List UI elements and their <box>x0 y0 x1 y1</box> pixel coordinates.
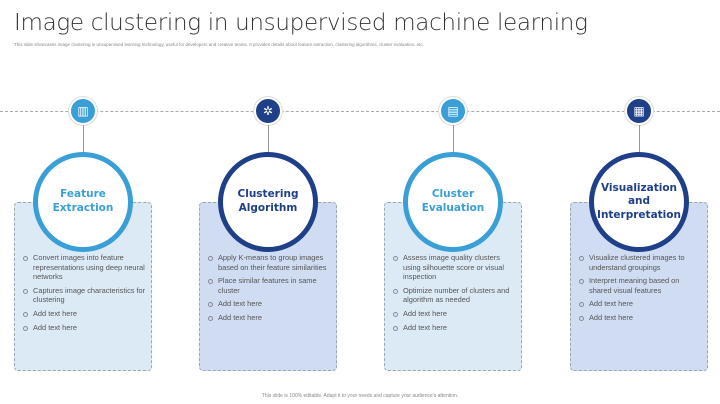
step-title: Cluster Evaluation <box>403 152 503 252</box>
bullet-item: Add text here <box>207 299 331 309</box>
bullet-item: Convert images into feature representati… <box>22 253 146 282</box>
connector <box>639 125 640 153</box>
bullet-item: Apply K-means to group images based on t… <box>207 253 331 272</box>
network-hub-icon: ✲ <box>254 97 282 125</box>
bullet-item: Place similar features in same cluster <box>207 276 331 295</box>
bullet-list: Assess image quality clusters using silh… <box>392 253 516 336</box>
step-feature-extraction: ▥ Feature Extraction Convert images into… <box>14 0 152 404</box>
bullet-item: Add text here <box>392 309 516 319</box>
footer-note: This slide is 100% editable. Adapt it to… <box>261 393 459 399</box>
bullet-list: Apply K-means to group images based on t… <box>207 253 331 327</box>
clipboard-icon: ▤ <box>439 97 467 125</box>
bullet-list: Convert images into feature representati… <box>22 253 146 336</box>
bullet-item: Assess image quality clusters using silh… <box>392 253 516 282</box>
bullet-list: Visualize clustered images to understand… <box>578 253 702 327</box>
step-title: Clustering Algorithm <box>218 152 318 252</box>
step-visualization-interpretation: ▦ Visualization and Interpretation Visua… <box>570 0 708 404</box>
report-search-icon: ▦ <box>625 97 653 125</box>
step-title: Visualization and Interpretation <box>589 152 689 252</box>
step-cluster-evaluation: ▤ Cluster Evaluation Assess image qualit… <box>384 0 522 404</box>
bullet-item: Add text here <box>578 299 702 309</box>
bullet-item: Add text here <box>207 313 331 323</box>
connector <box>83 125 84 153</box>
page-subtitle: This slide showcases image clustering in… <box>14 42 424 47</box>
bullet-item: Add text here <box>22 323 146 333</box>
connector <box>453 125 454 153</box>
connector <box>268 125 269 153</box>
step-clustering-algorithm: ✲ Clustering Algorithm Apply K-means to … <box>199 0 337 404</box>
timeline-divider <box>0 111 720 112</box>
bullet-item: Add text here <box>22 309 146 319</box>
bullet-item: Captures image characteristics for clust… <box>22 286 146 305</box>
bullet-item: Optimize number of clusters and algorith… <box>392 286 516 305</box>
step-title: Feature Extraction <box>33 152 133 252</box>
feature-extraction-icon: ▥ <box>69 97 97 125</box>
bullet-item: Interpret meaning based on shared visual… <box>578 276 702 295</box>
bullet-item: Add text here <box>578 313 702 323</box>
bullet-item: Visualize clustered images to understand… <box>578 253 702 272</box>
page-title: Image clustering in unsupervised machine… <box>14 10 588 36</box>
bullet-item: Add text here <box>392 323 516 333</box>
